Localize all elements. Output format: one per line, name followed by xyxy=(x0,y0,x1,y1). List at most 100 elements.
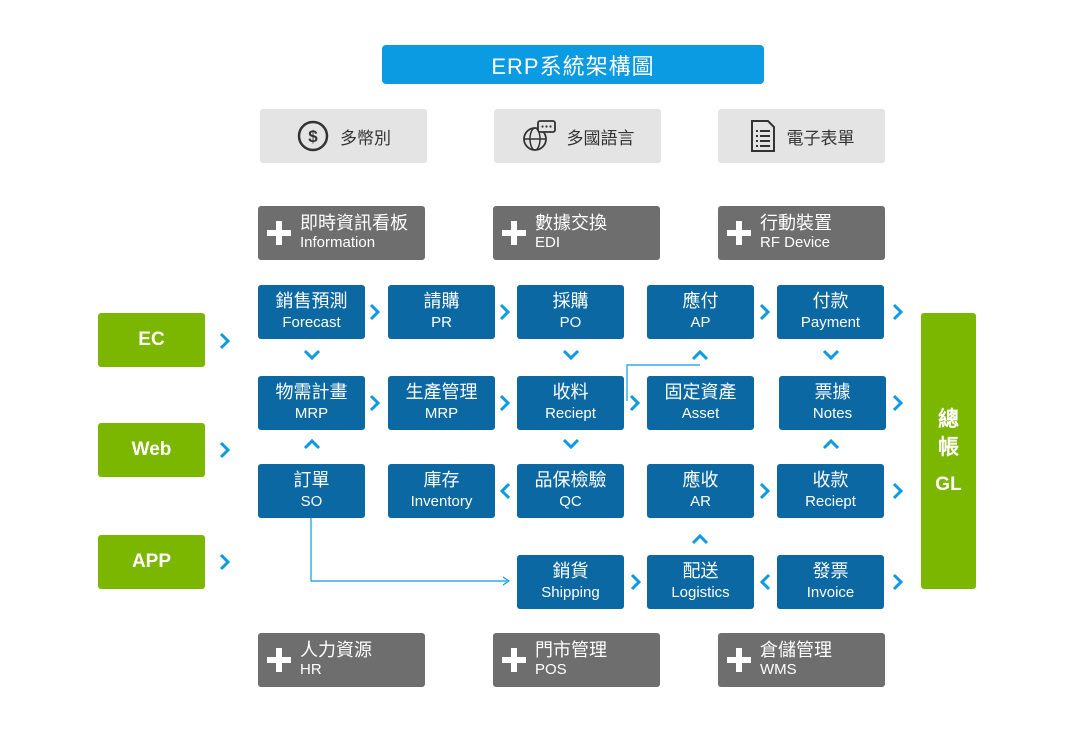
process-code: Notes xyxy=(812,405,853,422)
chevron-right-icon xyxy=(499,394,511,412)
chevron-right-icon xyxy=(630,573,642,591)
feature-label: 電子表單 xyxy=(786,128,855,148)
process-code: Asset xyxy=(681,405,720,422)
chevron-right-icon xyxy=(629,394,641,412)
process-code: Logistics xyxy=(671,584,730,601)
process-code: Forecast xyxy=(282,314,341,331)
globe-chat-icon xyxy=(522,120,556,151)
process-code: Reciept xyxy=(545,405,596,422)
process-name: 收款 xyxy=(812,470,849,490)
module-code: HR xyxy=(300,661,322,678)
process-name: 採購 xyxy=(552,291,589,311)
process-mrp-plan: 物需計畫 MRP xyxy=(258,376,365,430)
process-code: Inventory xyxy=(410,493,473,510)
process-code: AR xyxy=(690,493,711,510)
process-name: 品保檢驗 xyxy=(534,470,607,490)
process-so: 訂單 SO xyxy=(258,464,365,518)
chevron-down-icon xyxy=(562,438,580,450)
process-name: 發票 xyxy=(812,561,849,581)
feature-label: 多幣別 xyxy=(340,128,391,148)
module-name: 即時資訊看板 xyxy=(300,213,408,233)
plus-icon xyxy=(727,221,751,245)
chevron-left-icon xyxy=(759,573,771,591)
chevron-right-icon xyxy=(219,441,231,459)
process-shipping: 銷貨 Shipping xyxy=(517,555,624,609)
process-code: Shipping xyxy=(541,584,600,601)
chevron-right-icon xyxy=(219,332,231,350)
chevron-right-icon xyxy=(892,482,904,500)
chevron-up-icon xyxy=(691,533,709,545)
feature-multi-language: 多國語言 xyxy=(494,109,661,163)
chevron-right-icon xyxy=(369,303,381,321)
process-po: 採購 PO xyxy=(517,285,624,339)
module-code: RF Device xyxy=(760,234,831,251)
plus-icon xyxy=(267,648,291,672)
gl-char-1: 總 xyxy=(938,408,959,431)
plus-icon xyxy=(502,221,526,245)
process-name: 配送 xyxy=(682,561,719,581)
process-name: 票據 xyxy=(814,382,851,402)
process-name: 銷貨 xyxy=(552,561,589,581)
process-name: 固定資產 xyxy=(664,382,737,402)
chevron-right-icon xyxy=(759,303,771,321)
process-name: 訂單 xyxy=(293,470,330,490)
chevron-right-icon xyxy=(499,303,511,321)
module-code: Information xyxy=(300,234,376,251)
process-name: 應收 xyxy=(682,470,719,490)
so-to-shipping-line xyxy=(310,518,507,582)
chevron-up-icon xyxy=(822,438,840,450)
process-notes: 票據 Notes xyxy=(779,376,886,430)
chevron-up-icon xyxy=(691,349,709,361)
process-code: PO xyxy=(559,314,582,331)
process-asset: 固定資產 Asset xyxy=(647,376,754,430)
chevron-right-icon xyxy=(369,394,381,412)
plus-icon xyxy=(502,648,526,672)
module-name: 行動裝置 xyxy=(760,213,832,233)
diagram-title: ERP系統架構圖 xyxy=(382,45,764,84)
process-name: 生產管理 xyxy=(405,382,478,402)
chevron-left-icon xyxy=(499,482,511,500)
process-code: MRP xyxy=(294,405,329,422)
document-form-icon xyxy=(750,120,775,152)
process-code: SO xyxy=(300,493,323,510)
module-name: 門市管理 xyxy=(535,640,607,660)
module-name: 人力資源 xyxy=(300,640,372,660)
module-name: 數據交換 xyxy=(535,213,607,233)
chevron-right-icon xyxy=(892,394,904,412)
feature-e-form: 電子表單 xyxy=(718,109,885,163)
chevron-right-icon xyxy=(892,573,904,591)
process-name: 物需計畫 xyxy=(275,382,348,402)
chevron-down-icon xyxy=(822,349,840,361)
chevron-right-icon xyxy=(892,303,904,321)
process-name: 付款 xyxy=(812,291,849,311)
channel-ec: EC xyxy=(98,313,205,367)
plus-icon xyxy=(727,648,751,672)
chevron-down-icon xyxy=(303,349,321,361)
svg-text:$: $ xyxy=(308,127,318,146)
shipping-line-arrowhead xyxy=(502,576,511,586)
channel-web: Web xyxy=(98,423,205,477)
chevron-right-icon xyxy=(759,482,771,500)
process-code: Invoice xyxy=(806,584,855,601)
module-name: 倉儲管理 xyxy=(760,640,832,660)
process-code: QC xyxy=(559,493,582,510)
receipt-to-ap-line xyxy=(626,364,700,401)
process-logistics: 配送 Logistics xyxy=(647,555,754,609)
process-code: AP xyxy=(690,314,711,331)
chevron-down-icon xyxy=(562,349,580,361)
module-code: POS xyxy=(535,661,567,678)
general-ledger: 總 帳 GL xyxy=(921,313,976,589)
dollar-coin-icon: $ xyxy=(297,120,329,152)
